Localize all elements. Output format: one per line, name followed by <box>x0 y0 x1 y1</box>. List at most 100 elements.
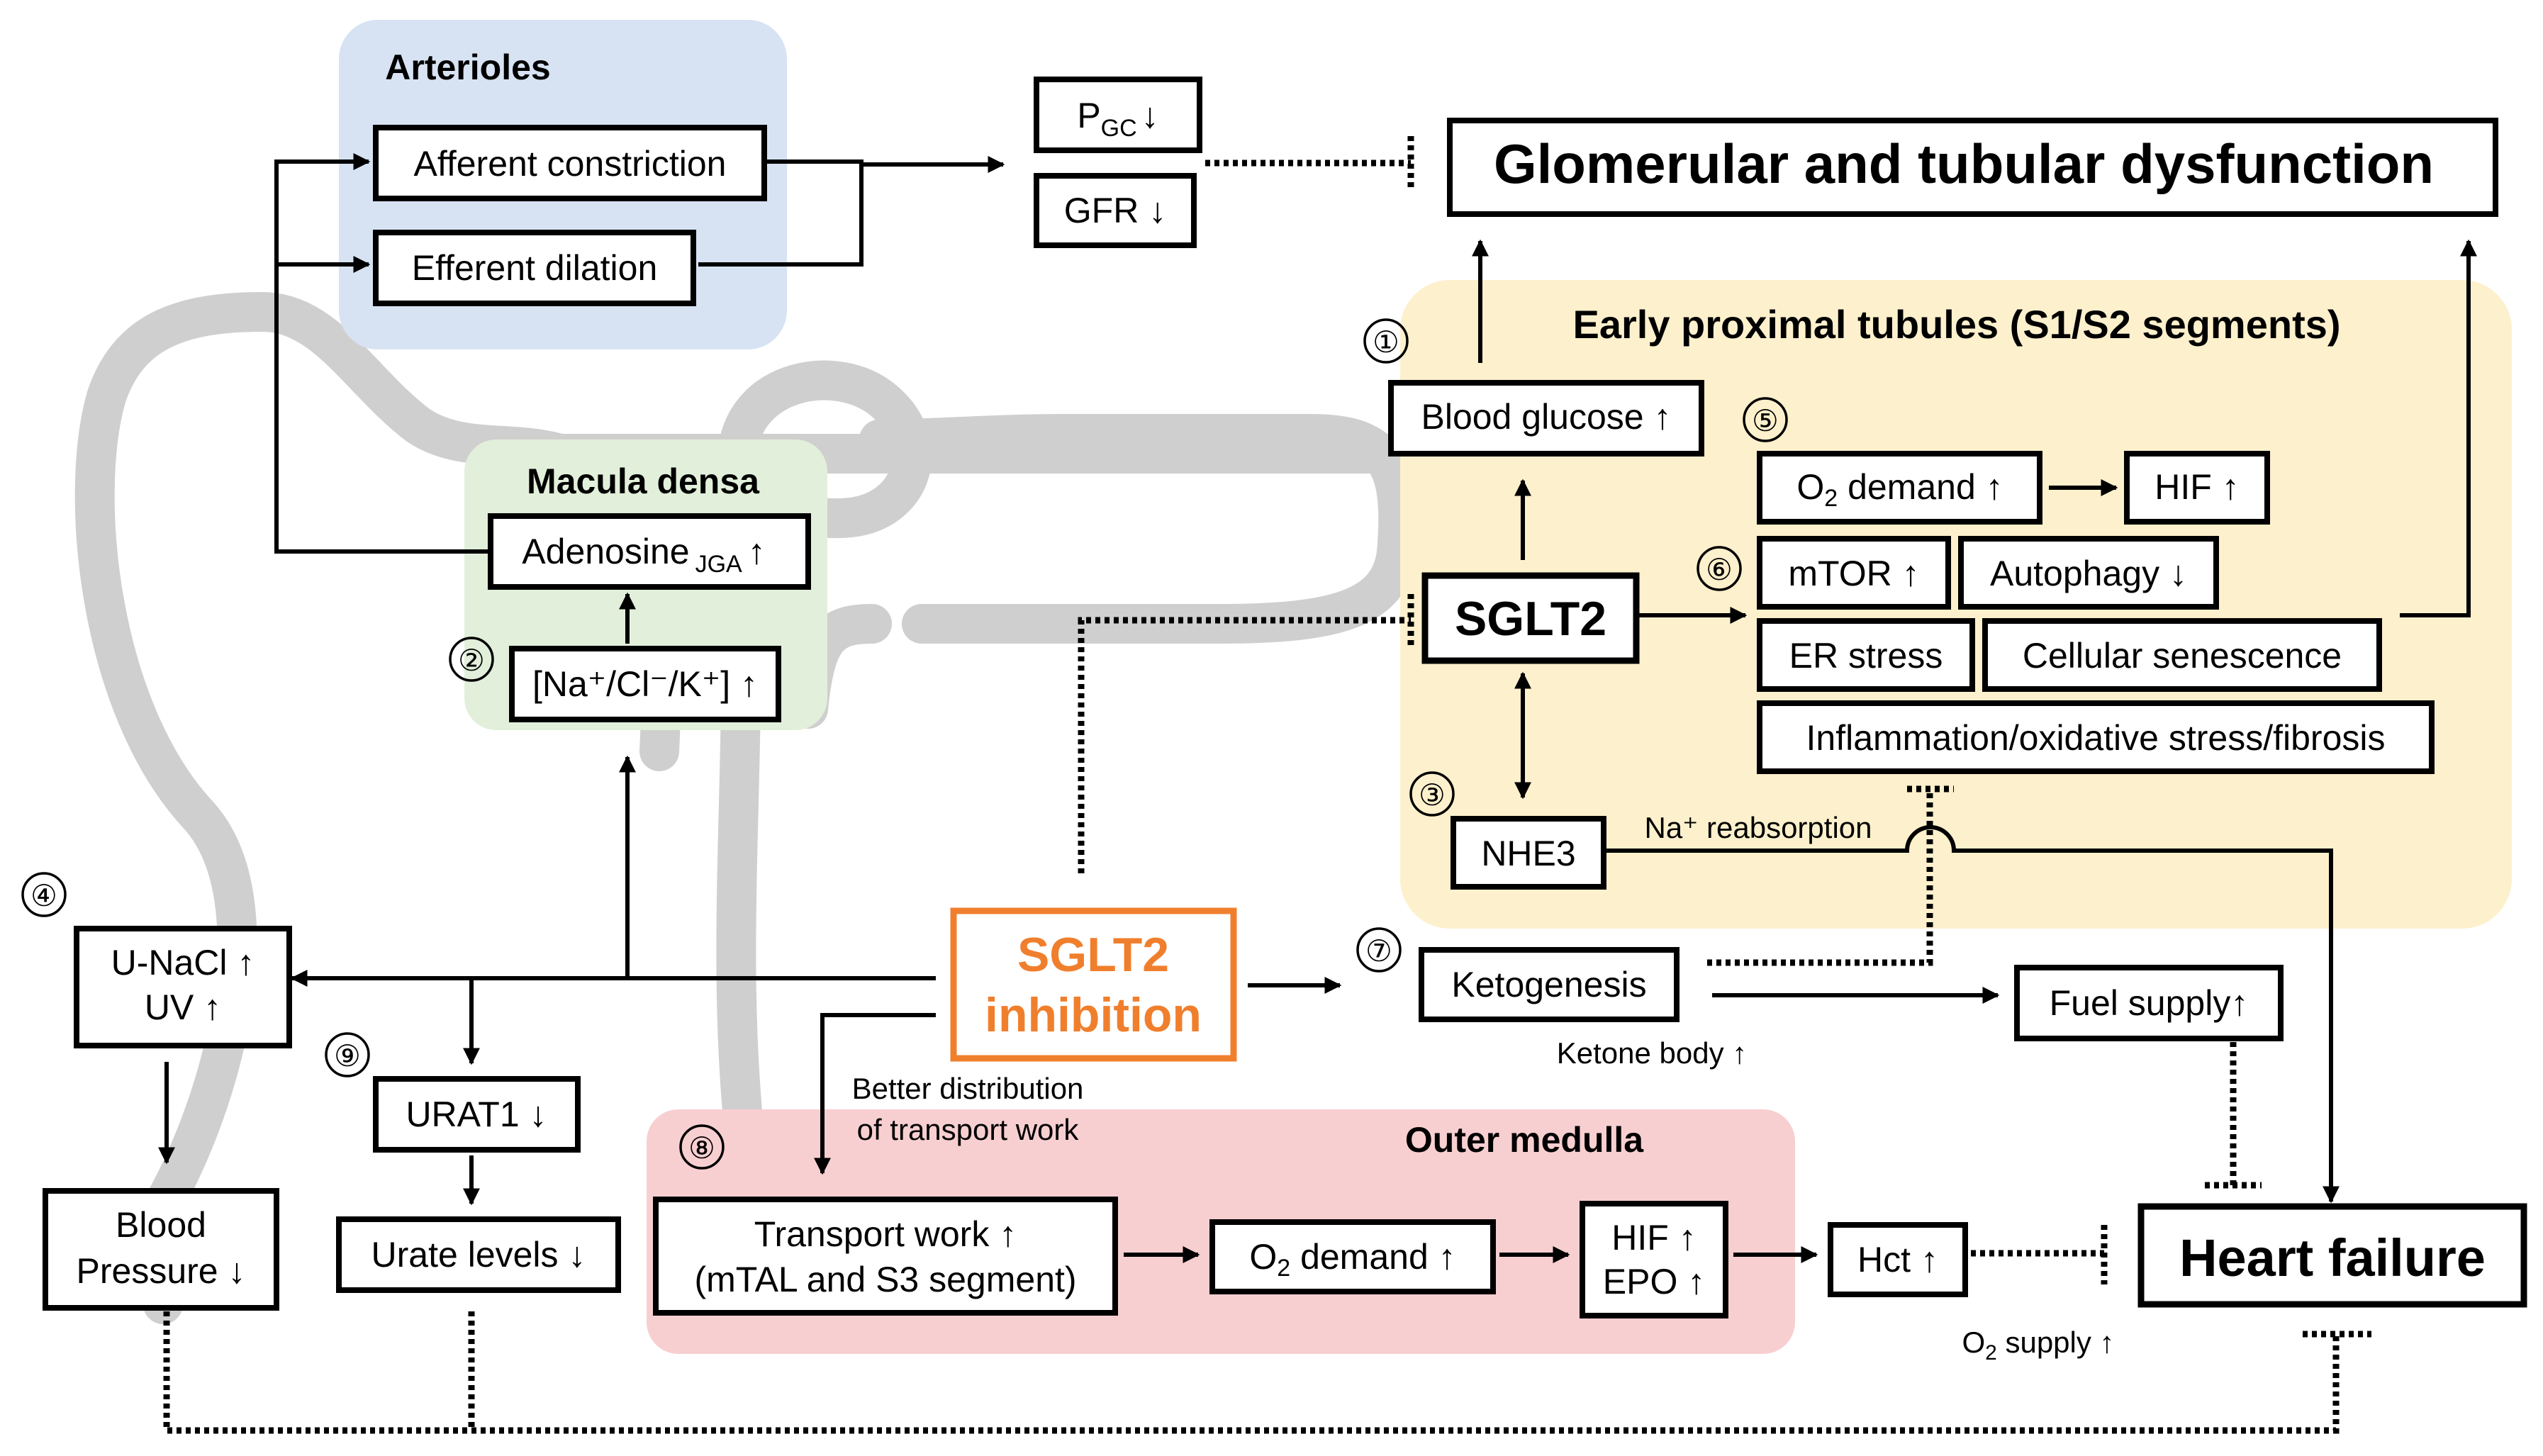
step-5-digit: ⑤ <box>1752 404 1779 437</box>
o2-demand-top-o: O <box>1796 467 1824 507</box>
hct-box: Hct ↑ <box>1828 1222 1968 1297</box>
step-2-digit: ② <box>458 644 485 677</box>
step-3-marker <box>1409 771 1455 817</box>
afferent-label: Afferent constriction <box>414 144 727 184</box>
transport-box: Transport work ↑ (mTAL and S3 segment) <box>653 1197 1118 1316</box>
hct-label: Hct ↑ <box>1857 1240 1938 1279</box>
adenosine-arrow: ↑ <box>748 532 766 571</box>
mtor-label: mTOR ↑ <box>1788 554 1919 593</box>
o2-demand-bottom-box: O2 demand ↑ <box>1209 1219 1496 1294</box>
pgc-label: P <box>1077 96 1100 135</box>
pgc-arrow: ↓ <box>1141 96 1159 135</box>
ions-label: [Na⁺/Cl⁻/K⁺] ↑ <box>532 664 758 704</box>
transport-line1: Transport work ↑ <box>754 1214 1017 1254</box>
macula-densa-title: Macula densa <box>527 461 760 501</box>
step-7-marker <box>1356 927 1402 973</box>
o2-demand-top-rest: demand ↑ <box>1838 467 2003 507</box>
inflammation-label: Inflammation/oxidative stress/fibrosis <box>1806 718 2386 758</box>
step-7-digit: ⑦ <box>1365 934 1392 968</box>
urate-box: Urate levels ↓ <box>336 1216 621 1293</box>
nhe3-box: NHE3 <box>1451 816 1606 890</box>
blood-pressure-line1: Blood <box>116 1205 206 1245</box>
step-numbers: ① ② ③ ④ ⑤ ⑥ ⑦ ⑧ ⑨ <box>21 318 1788 1170</box>
pgc-subscript: GC <box>1101 115 1137 142</box>
arterioles-title: Arterioles <box>385 47 550 87</box>
senescence-label: Cellular senescence <box>2023 636 2342 676</box>
o2-demand-top-box: O2 demand ↑ <box>1757 451 2042 525</box>
glomerular-box: Glomerular and tubular dysfunction <box>1447 118 2498 217</box>
unacl-line2: UV ↑ <box>145 987 221 1027</box>
pgc-box: PGC↓ <box>1034 77 1202 153</box>
step-8-marker <box>679 1124 725 1170</box>
ketogenesis-box: Ketogenesis <box>1419 947 1680 1022</box>
step-6-digit: ⑥ <box>1706 553 1733 586</box>
heart-failure-box: Heart failure <box>2137 1203 2527 1308</box>
hif-epo-line2: EPO ↑ <box>1603 1262 1705 1301</box>
step-5-marker <box>1743 397 1788 442</box>
svg-text:O2 demand ↑: O2 demand ↑ <box>1796 467 2003 512</box>
urat1-box: URAT1 ↓ <box>373 1076 581 1153</box>
early-proximal-title: Early proximal tubules (S1/S2 segments) <box>1572 302 2340 347</box>
step-1-marker <box>1363 318 1409 364</box>
step-9-digit: ⑨ <box>334 1039 361 1073</box>
blood-pressure-line2: Pressure ↓ <box>77 1251 246 1291</box>
sglt2-box: SGLT2 <box>1421 572 1640 664</box>
sglt2-label: SGLT2 <box>1455 592 1606 646</box>
svg-text:O2 demand ↑: O2 demand ↑ <box>1249 1237 1455 1282</box>
hif-epo-line1: HIF ↑ <box>1611 1218 1696 1258</box>
o2-demand-bottom-sub: 2 <box>1277 1255 1290 1282</box>
svg-text:PGC↓: PGC↓ <box>1077 96 1158 142</box>
fuel-supply-box: Fuel supply↑ <box>2014 965 2284 1041</box>
heart-failure-label: Heart failure <box>2179 1228 2486 1287</box>
mtor-box: mTOR ↑ <box>1757 536 1951 610</box>
step-4-digit: ④ <box>30 879 57 912</box>
o2-supply-o: O <box>1962 1326 1985 1359</box>
step-6-marker <box>1697 546 1742 591</box>
gfr-label: GFR ↓ <box>1064 191 1166 230</box>
er-stress-label: ER stress <box>1789 636 1943 676</box>
urate-label: Urate levels ↓ <box>371 1235 586 1275</box>
er-stress-box: ER stress <box>1757 618 1975 692</box>
o2-demand-bottom-rest: demand ↑ <box>1290 1237 1455 1277</box>
step-8-digit: ⑧ <box>688 1131 715 1165</box>
urat1-label: URAT1 ↓ <box>406 1094 547 1134</box>
hif-top-box: HIF ↑ <box>2124 451 2270 525</box>
unacl-box: U-NaCl ↑ UV ↑ <box>74 926 292 1048</box>
sglt2-inhibition-box[interactable]: SGLT2 inhibition <box>950 907 1237 1062</box>
nhe3-label: NHE3 <box>1481 834 1575 873</box>
step-1-digit: ① <box>1373 325 1399 359</box>
blood-glucose-label: Blood glucose ↑ <box>1421 397 1671 437</box>
step-4-marker <box>21 872 67 917</box>
svg-text:O2 supply ↑: O2 supply ↑ <box>1962 1326 2114 1365</box>
blood-glucose-box: Blood glucose ↑ <box>1388 380 1704 457</box>
adenosine-label: Adenosine <box>522 532 689 571</box>
adenosine-subscript: JGA <box>695 551 742 578</box>
o2-demand-bottom-o: O <box>1249 1237 1277 1277</box>
ketogenesis-label: Ketogenesis <box>1451 965 1646 1004</box>
hif-epo-box: HIF ↑ EPO ↑ <box>1580 1201 1728 1318</box>
glomerular-label: Glomerular and tubular dysfunction <box>1494 133 2434 195</box>
better-distribution-line2: of transport work <box>857 1113 1080 1146</box>
fuel-supply-label: Fuel supply↑ <box>2050 983 2249 1023</box>
efferent-label: Efferent dilation <box>412 248 658 288</box>
step-2-marker <box>449 637 494 682</box>
unacl-line1: U-NaCl ↑ <box>111 943 255 982</box>
sglt2-inhibition-line2: inhibition <box>985 988 1202 1042</box>
o2-supply-sub: 2 <box>1985 1341 1997 1365</box>
better-distribution-line1: Better distribution <box>852 1072 1084 1105</box>
o2-demand-top-sub: 2 <box>1824 485 1838 512</box>
outer-medulla-title: Outer medulla <box>1405 1120 1644 1160</box>
transport-line2: (mTAL and S3 segment) <box>694 1260 1076 1299</box>
gfr-box: GFR ↓ <box>1034 173 1197 248</box>
autophagy-box: Autophagy ↓ <box>1958 536 2219 610</box>
senescence-box: Cellular senescence <box>1982 618 2382 692</box>
inhibitory-connectors <box>163 136 2371 1434</box>
ketone-body-label: Ketone body ↑ <box>1557 1036 1748 1070</box>
connectors <box>158 153 2477 1263</box>
blood-pressure-box: Blood Pressure ↓ <box>43 1188 279 1311</box>
ions-box: [Na⁺/Cl⁻/K⁺] ↑ <box>509 646 781 722</box>
